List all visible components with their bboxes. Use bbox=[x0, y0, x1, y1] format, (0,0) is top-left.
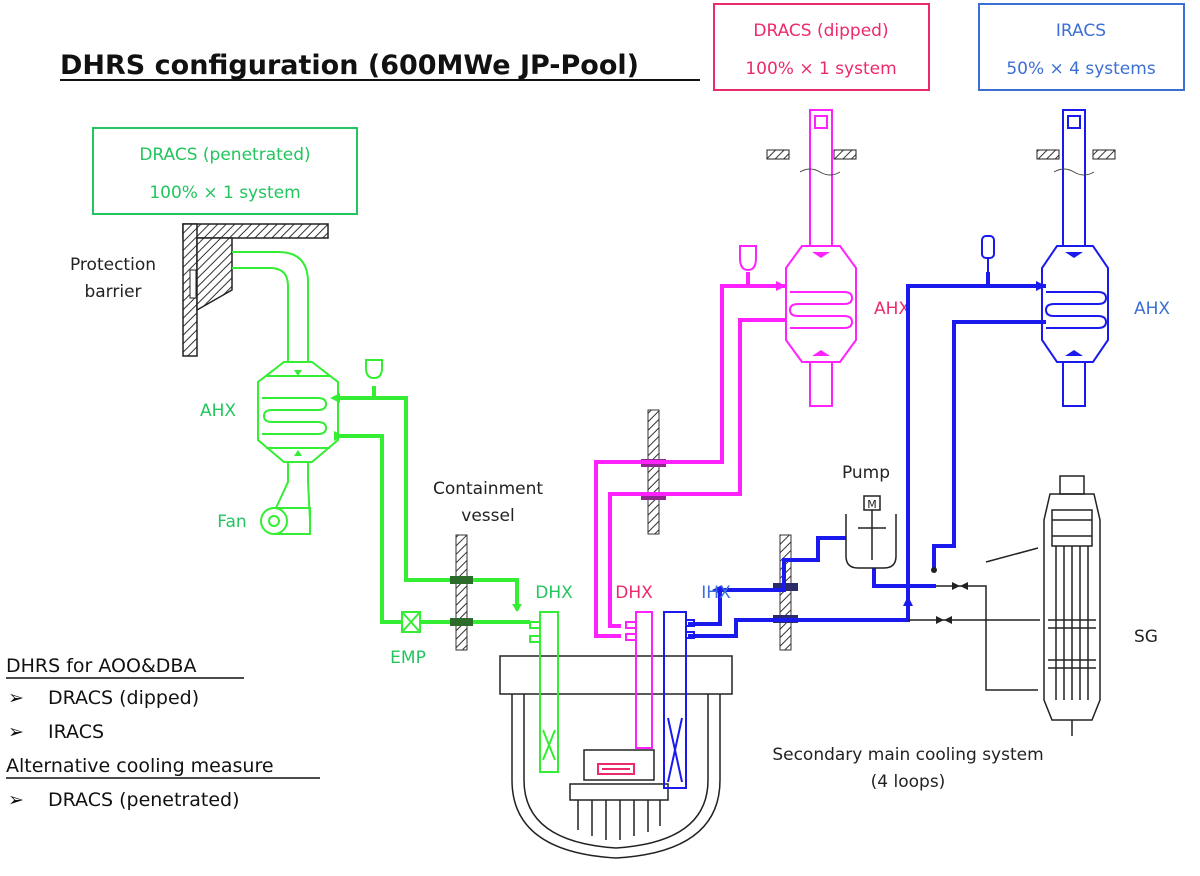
reactor-vessel bbox=[499, 655, 733, 859]
containment-label-2: vessel bbox=[461, 506, 514, 526]
steam-generator bbox=[1043, 475, 1101, 736]
page-title: DHRS configuration (600MWe JP-Pool) bbox=[60, 50, 639, 81]
dracs-dipped-title: DRACS (dipped) bbox=[753, 21, 888, 41]
ihx-blue bbox=[663, 611, 695, 789]
pump-label: Pump bbox=[842, 463, 890, 483]
ihx-label: IHX bbox=[701, 583, 731, 603]
protection-barrier-label-1: Protection bbox=[70, 255, 156, 275]
reactor-core-marker bbox=[597, 763, 635, 775]
blue-piping bbox=[688, 272, 1046, 638]
ahx-magenta-label: AHX bbox=[874, 299, 910, 319]
dhx-green-label: DHX bbox=[535, 583, 573, 603]
legend-heading-1: DHRS for AOO&DBA bbox=[6, 655, 196, 677]
dhx-magenta-label: DHX bbox=[615, 583, 653, 603]
legend-bullet-1: ➢ bbox=[8, 687, 24, 709]
legend-heading-2: Alternative cooling measure bbox=[6, 755, 274, 777]
dracs-penetrated-capacity: 100% × 1 system bbox=[149, 183, 300, 203]
valves bbox=[931, 567, 968, 624]
dracs-penetrated-box: DRACS (penetrated) 100% × 1 system bbox=[92, 127, 358, 215]
legend-item-1: DRACS (dipped) bbox=[48, 687, 199, 709]
containment-wall-3 bbox=[773, 534, 798, 651]
iracs-capacity: 50% × 4 systems bbox=[1006, 59, 1156, 79]
ahx-green-label: AHX bbox=[200, 401, 236, 421]
secondary-lines bbox=[908, 547, 1040, 691]
containment-wall-2 bbox=[641, 409, 666, 535]
blue-ahx-hatch bbox=[1036, 149, 1116, 356]
green-flow-arrow-2 bbox=[334, 431, 344, 441]
magenta-piping bbox=[594, 272, 786, 638]
protection-barrier bbox=[182, 223, 329, 357]
legend: DHRS for AOO&DBA ➢ DRACS (dipped) ➢ IRAC… bbox=[6, 655, 320, 811]
ahx-blue-label: AHX bbox=[1134, 299, 1170, 319]
emp-label: EMP bbox=[390, 648, 426, 668]
pump bbox=[845, 495, 897, 569]
fan-label: Fan bbox=[217, 512, 246, 532]
green-dracs-system bbox=[232, 251, 339, 535]
protection-barrier-label-2: barrier bbox=[84, 282, 141, 302]
dracs-dipped-capacity: 100% × 1 system bbox=[745, 59, 896, 79]
iracs-box: IRACS 50% × 4 systems bbox=[978, 3, 1185, 91]
containment-wall-1 bbox=[450, 534, 473, 651]
green-piping bbox=[338, 386, 530, 624]
magenta-flow-arrow bbox=[776, 281, 786, 291]
containment-label-1: Containment bbox=[433, 479, 543, 499]
magenta-expansion-tank bbox=[739, 245, 757, 272]
magenta-ahx-hatch bbox=[766, 149, 857, 356]
secondary-label-2: (4 loops) bbox=[871, 772, 946, 792]
blue-flow-arrow-2 bbox=[712, 585, 722, 595]
blue-ahx bbox=[1041, 109, 1109, 407]
emp-pump bbox=[401, 611, 421, 633]
secondary-label-1: Secondary main cooling system bbox=[772, 745, 1043, 765]
pump-motor-label: M bbox=[867, 498, 877, 511]
dracs-penetrated-title: DRACS (penetrated) bbox=[139, 145, 310, 165]
legend-item-3: DRACS (penetrated) bbox=[48, 789, 240, 811]
legend-item-2: IRACS bbox=[48, 721, 104, 743]
green-flow-arrow-1 bbox=[330, 393, 340, 403]
sg-label: SG bbox=[1134, 627, 1158, 647]
dhx-green bbox=[529, 611, 559, 773]
blue-flow-arrow-3 bbox=[903, 596, 913, 606]
iracs-title: IRACS bbox=[1056, 21, 1106, 41]
magenta-ahx bbox=[785, 109, 857, 407]
green-ahx-markers bbox=[294, 370, 302, 456]
blue-flow-arrow-1 bbox=[1036, 281, 1046, 291]
dhx-magenta bbox=[625, 611, 653, 749]
green-flow-arrow-3 bbox=[512, 604, 522, 612]
legend-bullet-2: ➢ bbox=[8, 721, 24, 743]
legend-bullet-3: ➢ bbox=[8, 789, 24, 811]
green-expansion-tank bbox=[365, 359, 383, 380]
dracs-dipped-box: DRACS (dipped) 100% × 1 system bbox=[713, 3, 930, 91]
blue-expansion-tank bbox=[981, 235, 995, 272]
